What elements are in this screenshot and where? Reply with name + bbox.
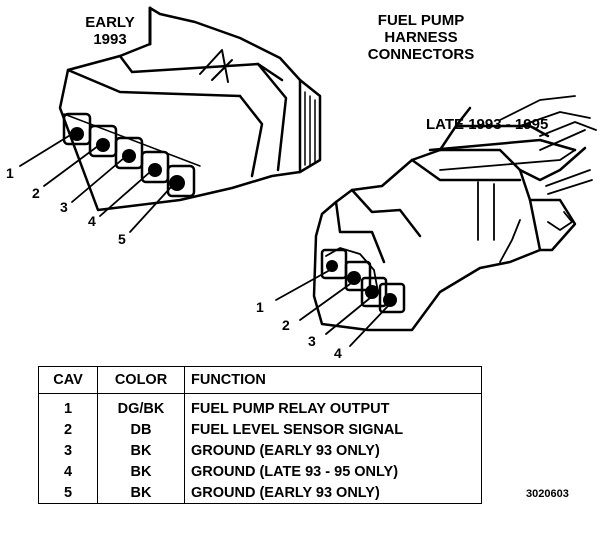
table-row: 2 DB FUEL LEVEL SENSOR SIGNAL [38, 419, 482, 440]
cell-cav: 3 [38, 440, 98, 461]
cell-color: DB [97, 419, 185, 440]
late-pin-2: 2 [282, 317, 290, 333]
late-pin-1: 1 [256, 299, 264, 315]
table-row: 1 DG/BK FUEL PUMP RELAY OUTPUT [38, 393, 482, 419]
cell-cav: 1 [38, 393, 98, 419]
header-color: COLOR [97, 366, 185, 394]
connector-illustration [19, 6, 597, 347]
early-connector [58, 6, 322, 212]
header-function: FUNCTION [184, 366, 482, 394]
diagram-title: FUEL PUMP HARNESS CONNECTORS [367, 12, 475, 63]
late-connector [312, 95, 597, 332]
figure-id: 3020603 [526, 488, 569, 500]
early-pin-4: 4 [88, 213, 96, 229]
header-cav: CAV [38, 366, 98, 394]
table-row: 3 BK GROUND (EARLY 93 ONLY) [38, 440, 482, 461]
early-pin-1: 1 [6, 165, 14, 181]
early-leader-lines [19, 133, 173, 233]
pinout-table: CAV COLOR FUNCTION 1 DG/BK FUEL PUMP REL… [38, 366, 482, 504]
cell-color: BK [97, 461, 185, 482]
cell-function: FUEL PUMP RELAY OUTPUT [184, 393, 482, 419]
late-pin-dots [326, 260, 397, 307]
early-pin-3: 3 [60, 199, 68, 215]
early-1993-label: EARLY 1993 [85, 14, 135, 48]
table-header-row: CAV COLOR FUNCTION [38, 366, 482, 394]
cell-cav: 5 [38, 482, 98, 504]
late-1993-1995-label: LATE 1993 - 1995 [426, 116, 549, 133]
cell-function: GROUND (EARLY 93 ONLY) [184, 440, 482, 461]
cell-cav: 4 [38, 461, 98, 482]
late-leader-lines [275, 269, 389, 347]
cell-function: GROUND (EARLY 93 ONLY) [184, 482, 482, 504]
cell-color: DG/BK [97, 393, 185, 419]
cell-cav: 2 [38, 419, 98, 440]
early-pin-2: 2 [32, 185, 40, 201]
cell-function: FUEL LEVEL SENSOR SIGNAL [184, 419, 482, 440]
early-pin-5: 5 [118, 231, 126, 247]
cell-color: BK [97, 440, 185, 461]
late-pin-3: 3 [308, 333, 316, 349]
cell-function: GROUND (LATE 93 - 95 ONLY) [184, 461, 482, 482]
early-pin-dots [70, 127, 185, 191]
table-row: 5 BK GROUND (EARLY 93 ONLY) [38, 482, 482, 504]
late-pin-4: 4 [334, 345, 342, 361]
table-row: 4 BK GROUND (LATE 93 - 95 ONLY) [38, 461, 482, 482]
cell-color: BK [97, 482, 185, 504]
